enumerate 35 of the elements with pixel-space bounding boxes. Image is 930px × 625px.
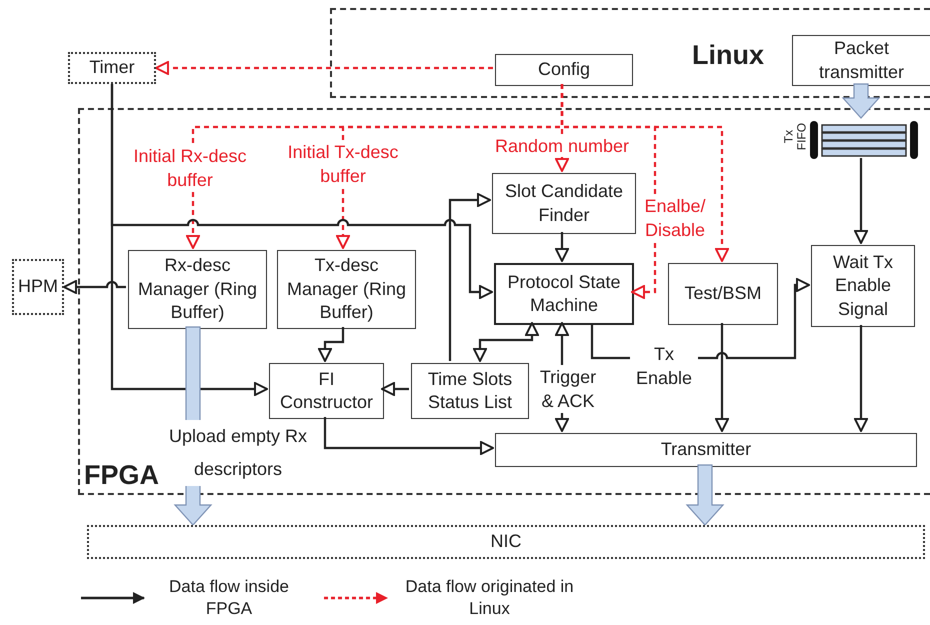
fifo-label: Tx FIFO: [782, 122, 808, 152]
process-box: FI Constructor: [269, 363, 384, 419]
region-label: Linux: [692, 39, 764, 72]
process-box: Protocol State Machine: [494, 263, 634, 325]
arrow: [381, 382, 409, 396]
process-box: Transmitter: [495, 433, 917, 467]
legend-label: Data flow inside FPGA: [168, 576, 290, 620]
block-arrow: [842, 83, 880, 119]
process-box: Packet transmitter: [792, 35, 930, 86]
process-box: Slot Candidate Finder: [492, 173, 636, 234]
arrow: [854, 325, 868, 432]
process-box: Tx-desc Manager (Ring Buffer): [277, 250, 416, 329]
arrow: [63, 280, 126, 294]
arrow: [715, 323, 729, 432]
region-boundary: [330, 8, 930, 98]
region-label: FPGA: [84, 459, 160, 492]
block-arrow: [686, 464, 724, 526]
arrow: [448, 193, 491, 361]
external-box: Timer: [68, 52, 156, 84]
legend-label: Data flow originated in Linux: [404, 576, 575, 620]
arrow: [555, 232, 569, 262]
dashed-arrow: [560, 84, 729, 262]
process-box: Config: [495, 54, 633, 86]
external-box: HPM: [12, 259, 64, 315]
arrow: [318, 327, 344, 362]
arrow: [324, 417, 494, 455]
process-box: Wait Tx Enable Signal: [811, 245, 915, 327]
process-box: Time Slots Status List: [411, 363, 529, 419]
process-box: Rx-desc Manager (Ring Buffer): [128, 250, 267, 329]
arrow: [854, 158, 868, 244]
external-box: NIC: [87, 525, 925, 559]
process-box: Test/BSM: [668, 263, 778, 325]
dashed-arrow: [155, 61, 493, 75]
arrow: [110, 84, 268, 396]
arrow: [473, 322, 539, 362]
